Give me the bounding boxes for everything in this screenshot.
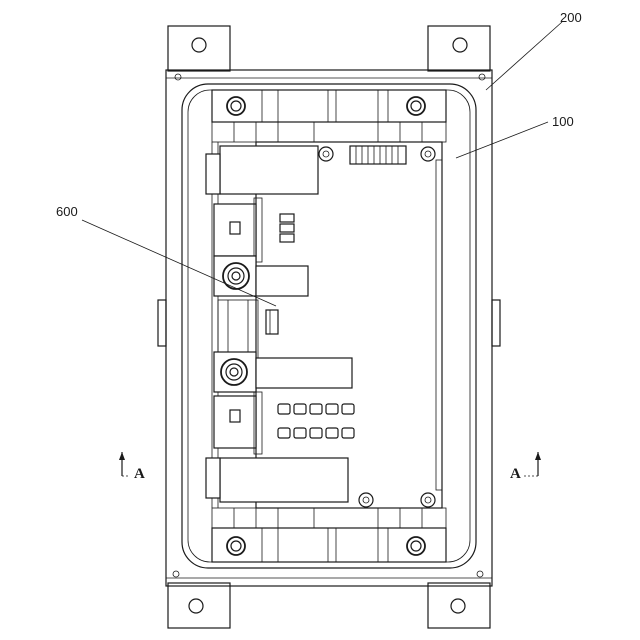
corner-hole xyxy=(479,74,485,80)
section-label-right: A xyxy=(510,466,521,482)
screw-icon xyxy=(407,97,425,115)
terminal-block xyxy=(214,204,256,256)
top-rail xyxy=(212,90,446,142)
side-tab-right xyxy=(492,300,500,346)
lug-bottom-left xyxy=(168,583,230,628)
section-label-left: A xyxy=(134,466,145,482)
busbar-mid-lower xyxy=(256,358,352,388)
section-marker-left xyxy=(119,452,130,476)
label-200: 200 xyxy=(560,10,582,25)
leader-line-200 xyxy=(486,22,562,90)
busbar-top xyxy=(220,146,318,194)
screw-icon xyxy=(227,537,245,555)
lug-top-right xyxy=(428,26,490,71)
lug-top-left xyxy=(168,26,230,71)
side-tab-left xyxy=(158,300,166,346)
lug-bottom-right xyxy=(428,583,490,628)
lug-hole-top-left xyxy=(192,38,206,52)
lug-hole-bottom-right xyxy=(451,599,465,613)
bottom-rail xyxy=(212,508,446,562)
screw-icon xyxy=(407,537,425,555)
arrow-up-icon xyxy=(119,452,125,460)
corner-hole xyxy=(173,571,179,577)
screw-icon xyxy=(227,97,245,115)
label-600: 600 xyxy=(56,204,78,219)
label-100: 100 xyxy=(552,114,574,129)
circuit-board xyxy=(256,142,442,508)
left-inner-wall xyxy=(212,142,218,508)
arrow-up-icon xyxy=(535,452,541,460)
lug-hole-top-right xyxy=(453,38,467,52)
lug-hole-bottom-left xyxy=(189,599,203,613)
board-outline xyxy=(256,142,442,508)
corner-hole xyxy=(477,571,483,577)
section-marker-right xyxy=(524,452,541,476)
corner-hole xyxy=(175,74,181,80)
busbar-bottom xyxy=(220,458,348,502)
busbar-mid-upper xyxy=(256,266,308,296)
